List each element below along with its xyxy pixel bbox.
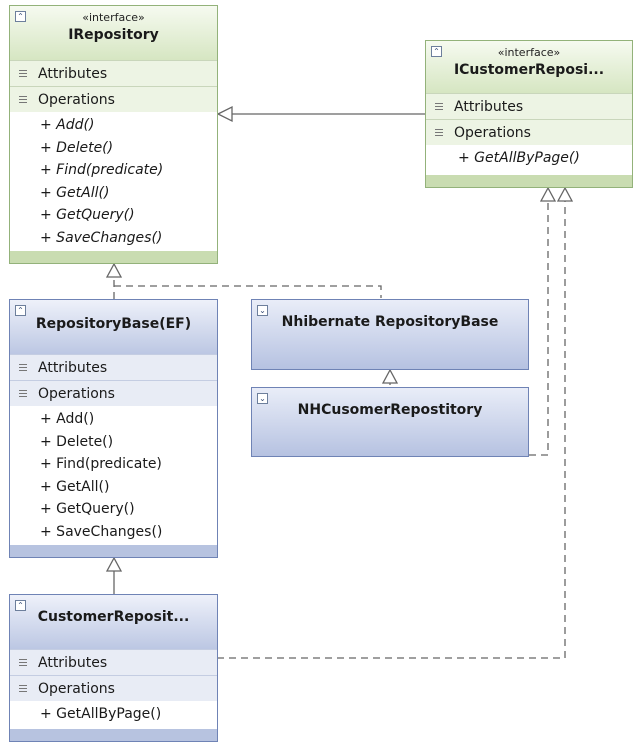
section-collapse-icon[interactable] [19,685,27,692]
operation-item: + GetAll() [40,184,110,201]
class-name: Nhibernate RepositoryBase [281,314,499,330]
class-footer [10,545,217,557]
attributes-label: Attributes [454,99,524,115]
section-collapse-icon[interactable] [19,70,27,77]
operation-item: + GetAllByPage() [40,706,162,722]
operation-item: + SaveChanges() [40,229,163,246]
expand-toggle-icon[interactable]: ⌄ [257,305,268,316]
operations-section-header[interactable]: Operations [10,86,217,112]
collapse-toggle-icon[interactable]: ⌃ [431,46,442,57]
operation-item: + GetQuery() [40,207,135,223]
attributes-label: Attributes [38,360,108,376]
section-collapse-icon[interactable] [435,103,443,110]
attributes-label: Attributes [38,655,108,671]
operations-label: Operations [454,125,531,141]
class-footer [426,175,632,187]
attributes-section-header[interactable]: Attributes [10,60,217,86]
realization-arrowhead-icustomer-left [539,186,557,202]
operation-item: + Add() [40,117,95,133]
class-header: ⌃ CustomerReposit... [10,595,217,649]
class-name: CustomerReposit... [37,609,190,625]
operation-item: + Find(predicate) [40,456,162,472]
operation-item: + GetAllByPage() [458,150,580,166]
operation-item: + Add() [40,411,95,427]
operation-item: + Delete() [40,433,114,450]
attributes-section-header[interactable]: Attributes [10,354,217,380]
operation-item: + GetAll() [40,478,110,495]
collapse-toggle-icon[interactable]: ⌃ [15,600,26,611]
section-collapse-icon[interactable] [435,129,443,136]
operations-label: Operations [38,92,115,108]
class-footer [10,251,217,263]
operations-section-header[interactable]: Operations [426,119,632,145]
collapse-toggle-icon[interactable]: ⌃ [15,305,26,316]
section-collapse-icon[interactable] [19,390,27,397]
class-header: ⌃ «interface» ICustomerReposi... [426,41,632,93]
class-header: ⌃ «interface» IRepository [10,6,217,60]
operations-section-header[interactable]: Operations [10,380,217,406]
realization-line-nh-to-icustomer [529,201,549,456]
class-header: ⌃ RepositoryBase(EF) [10,300,217,354]
class-footer [10,729,217,741]
operation-item: + Delete() [40,139,114,156]
class-box-nhibernate-repository-base[interactable]: ⌄ Nhibernate RepositoryBase [251,299,529,370]
operations-label: Operations [38,386,115,402]
operation-item: + GetQuery() [40,501,135,517]
operations-label: Operations [38,681,115,697]
operations-list: + Add() + Delete() + Find(predicate) + G… [10,406,217,547]
operations-list: + GetAllByPage() [426,145,632,174]
class-name: ICustomerReposi... [453,62,605,78]
class-box-icustomer-repository[interactable]: ⌃ «interface» ICustomerReposi... Attribu… [425,40,633,188]
class-box-nh-customer-repository[interactable]: ⌄ NHCusomerRepostitory [251,387,529,457]
attributes-section-header[interactable]: Attributes [426,93,632,119]
realization-arrowhead-irepository [105,262,123,278]
section-collapse-icon[interactable] [19,659,27,666]
expand-toggle-icon[interactable]: ⌄ [257,393,268,404]
generalization-arrowhead-base [105,556,123,572]
generalization-arrowhead [216,105,233,123]
class-box-repository-base-ef[interactable]: ⌃ RepositoryBase(EF) Attributes Operatio… [9,299,218,558]
stereotype-label: «interface» [497,46,561,59]
operations-list: + GetAllByPage() [10,701,217,730]
class-header: ⌄ NHCusomerRepostitory [252,388,528,420]
operations-list: + Add() + Delete() + Find(predicate) + G… [10,112,217,253]
attributes-section-header[interactable]: Attributes [10,649,217,675]
operation-item: + Find(predicate) [40,162,164,178]
section-collapse-icon[interactable] [19,96,27,103]
realization-arrowhead-icustomer-right [556,186,574,202]
realization-line-bases-to-irepository [113,277,382,299]
operation-item: + SaveChanges() [40,523,163,540]
stereotype-label: «interface» [82,11,145,24]
class-box-irepository[interactable]: ⌃ «interface» IRepository Attributes Ope… [9,5,218,264]
class-name: NHCusomerRepostitory [297,402,483,418]
section-collapse-icon[interactable] [19,364,27,371]
class-header: ⌄ Nhibernate RepositoryBase [252,300,528,332]
class-name: RepositoryBase(EF) [35,316,192,332]
class-box-customer-repository[interactable]: ⌃ CustomerReposit... Attributes Operatio… [9,594,218,742]
class-name: IRepository [68,27,159,43]
attributes-label: Attributes [38,66,108,82]
collapse-toggle-icon[interactable]: ⌃ [15,11,26,22]
generalization-arrowhead-nhbase [381,368,399,384]
operations-section-header[interactable]: Operations [10,675,217,701]
